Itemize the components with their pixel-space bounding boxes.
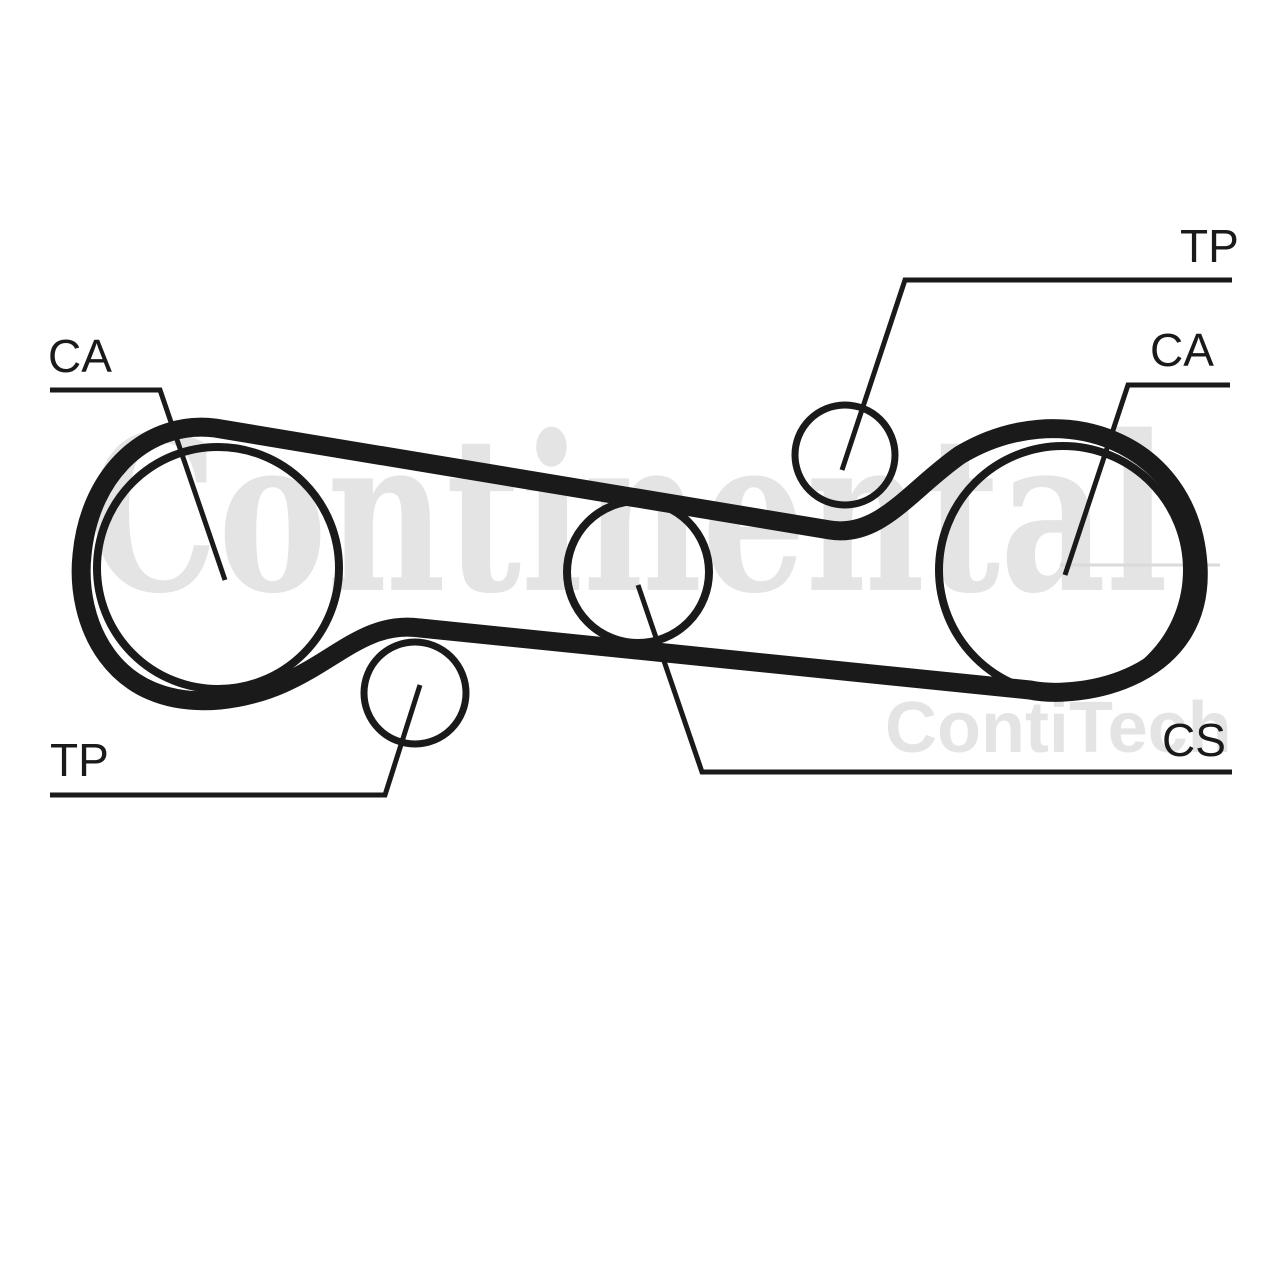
callout-line-ca-right bbox=[1062, 382, 1230, 576]
callout-line-tp-bottom bbox=[50, 684, 423, 798]
label-ca-left: CA bbox=[48, 330, 112, 382]
camshaft-pulley-right bbox=[935, 442, 1191, 698]
label-tp-bottom: TP bbox=[50, 734, 109, 786]
callout-line-tp-top bbox=[839, 277, 1232, 471]
crankshaft-pulley bbox=[563, 497, 713, 647]
tensioner-pulley-bottom bbox=[360, 638, 470, 748]
label-ca-right: CA bbox=[1150, 324, 1214, 376]
label-tp-top: TP bbox=[1180, 220, 1239, 272]
tensioner-pulley-top bbox=[791, 401, 899, 509]
callout-line-cs bbox=[635, 584, 1232, 775]
label-cs: CS bbox=[1162, 714, 1226, 766]
camshaft-pulley-left bbox=[93, 443, 343, 693]
callout-line-ca-left bbox=[50, 387, 228, 581]
